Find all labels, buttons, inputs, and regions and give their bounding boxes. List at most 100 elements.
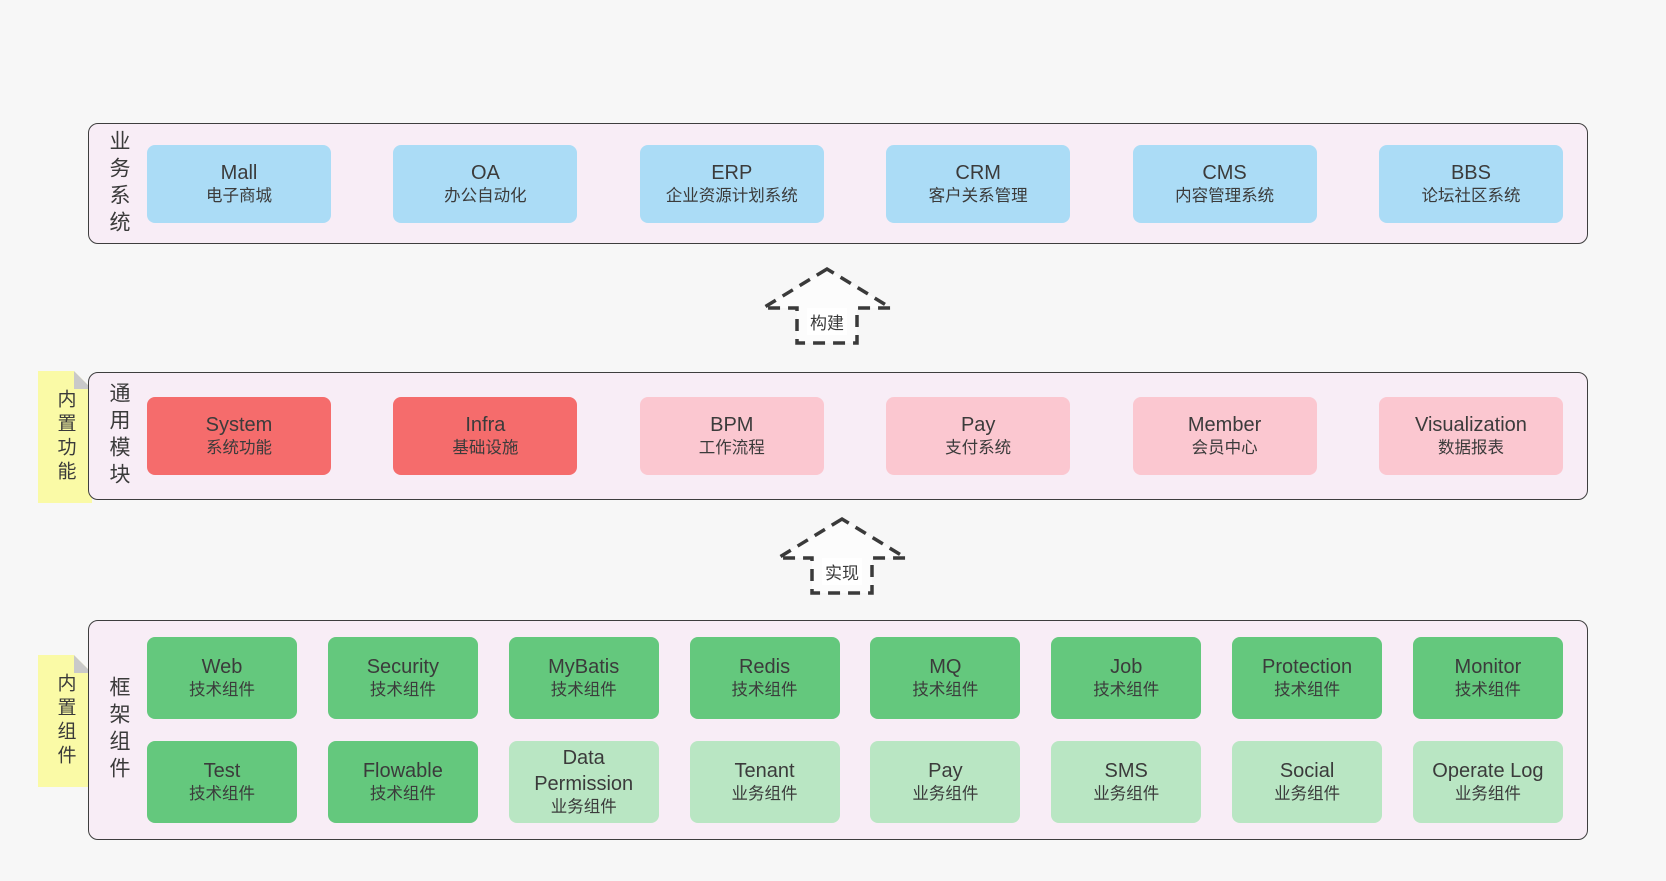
box-oa: OA 办公自动化 bbox=[393, 144, 578, 223]
sticky-note-builtin-features: 内置功能 bbox=[38, 371, 92, 503]
implement-arrow-up: 实现 bbox=[770, 516, 914, 596]
modules-box-row: System 系统功能 Infra 基础设施 BPM 工作流程 Pay 支付系统… bbox=[147, 397, 1563, 475]
box-data-permission: Data Permission 业务组件 bbox=[508, 741, 659, 823]
box-title: SMS bbox=[1104, 760, 1148, 783]
box-subtitle: 业务组件 bbox=[550, 798, 617, 817]
box-bbs: BBS 论坛社区系统 bbox=[1378, 144, 1563, 223]
box-flowable: Flowable 技术组件 bbox=[327, 741, 478, 823]
arrow-label-build: 构建 bbox=[807, 308, 847, 335]
box-bpm: BPM 工作流程 bbox=[639, 397, 824, 475]
box-subtitle: 会员中心 bbox=[1191, 439, 1258, 458]
box-subtitle: 技术组件 bbox=[189, 785, 255, 804]
business-systems-layer: 业务系统 Mall 电子商城 OA 办公自动化 ERP 企业资源计划系统 CRM… bbox=[88, 123, 1588, 244]
box-title: BPM bbox=[710, 414, 754, 437]
box-mq: MQ 技术组件 bbox=[870, 637, 1021, 719]
box-title: MQ bbox=[929, 656, 962, 679]
box-title: Test bbox=[203, 760, 241, 783]
box-subtitle: 支付系统 bbox=[945, 439, 1012, 458]
box-title: Infra bbox=[465, 414, 506, 437]
common-modules-layer: 通用模块 System 系统功能 Infra 基础设施 BPM 工作流程 Pay… bbox=[88, 372, 1588, 500]
box-title: Flowable bbox=[362, 760, 443, 783]
box-social: Social 业务组件 bbox=[1232, 741, 1383, 823]
components-box-row-1: Web 技术组件 Security 技术组件 MyBatis 技术组件 Redi… bbox=[147, 637, 1563, 719]
box-title: Operate Log bbox=[1432, 760, 1544, 783]
box-subtitle: 工作流程 bbox=[698, 439, 765, 458]
box-test: Test 技术组件 bbox=[147, 741, 297, 823]
layer-label-business: 业务系统 bbox=[107, 129, 130, 238]
box-erp: ERP 企业资源计划系统 bbox=[639, 144, 824, 223]
components-box-row-2: Test 技术组件 Flowable 技术组件 Data Permission … bbox=[147, 741, 1563, 823]
box-title: Mall bbox=[220, 161, 258, 184]
box-web: Web 技术组件 bbox=[147, 637, 297, 719]
box-subtitle: 内容管理系统 bbox=[1175, 186, 1275, 205]
box-sms: SMS 业务组件 bbox=[1051, 741, 1202, 823]
box-title: Web bbox=[201, 656, 243, 679]
box-subtitle: 数据报表 bbox=[1437, 439, 1504, 458]
box-subtitle: 业务组件 bbox=[1093, 785, 1160, 804]
box-title: Security bbox=[366, 656, 439, 679]
box-mall: Mall 电子商城 bbox=[147, 144, 331, 223]
box-subtitle: 电子商城 bbox=[206, 186, 272, 205]
box-title: CMS bbox=[1202, 161, 1247, 184]
box-job: Job 技术组件 bbox=[1051, 637, 1202, 719]
box-title: Member bbox=[1187, 414, 1262, 437]
box-title: MyBatis bbox=[548, 656, 620, 679]
box-operate-log: Operate Log 业务组件 bbox=[1412, 741, 1563, 823]
framework-components-layer: 框架组件 Web 技术组件 Security 技术组件 MyBatis 技术组件… bbox=[88, 620, 1588, 840]
box-title: Visualization bbox=[1414, 414, 1527, 437]
box-title: ERP bbox=[711, 161, 753, 184]
box-title: Redis bbox=[738, 656, 791, 679]
box-title: System bbox=[205, 414, 273, 437]
box-subtitle: 技术组件 bbox=[1274, 681, 1341, 700]
box-security: Security 技术组件 bbox=[327, 637, 478, 719]
box-title: Tenant bbox=[734, 760, 795, 783]
box-title: Pay bbox=[928, 760, 963, 783]
box-subtitle: 办公自动化 bbox=[444, 186, 527, 205]
box-subtitle: 客户关系管理 bbox=[928, 186, 1028, 205]
box-protection: Protection 技术组件 bbox=[1232, 637, 1383, 719]
box-subtitle: 论坛社区系统 bbox=[1421, 186, 1521, 205]
box-subtitle: 技术组件 bbox=[912, 681, 979, 700]
box-subtitle: 系统功能 bbox=[206, 439, 272, 458]
box-subtitle: 基础设施 bbox=[452, 439, 519, 458]
box-subtitle: 业务组件 bbox=[731, 785, 798, 804]
box-subtitle: 企业资源计划系统 bbox=[665, 186, 798, 205]
sticky-note-text: 内置功能 bbox=[54, 389, 76, 485]
box-subtitle: 业务组件 bbox=[1454, 785, 1521, 804]
box-subtitle: 技术组件 bbox=[189, 681, 255, 700]
box-subtitle: 技术组件 bbox=[369, 681, 436, 700]
layer-label-modules: 通用模块 bbox=[107, 382, 130, 490]
box-system: System 系统功能 bbox=[147, 397, 331, 475]
sticky-note-builtin-components: 内置组件 bbox=[38, 655, 92, 787]
box-title: CRM bbox=[955, 161, 1001, 184]
business-box-row: Mall 电子商城 OA 办公自动化 ERP 企业资源计划系统 CRM 客户关系… bbox=[147, 144, 1563, 223]
box-subtitle: 技术组件 bbox=[1093, 681, 1160, 700]
arrow-label-implement: 实现 bbox=[822, 558, 862, 585]
box-infra: Infra 基础设施 bbox=[393, 397, 578, 475]
box-visualization: Visualization 数据报表 bbox=[1378, 397, 1563, 475]
box-title: BBS bbox=[1450, 161, 1491, 184]
box-title: Data Permission bbox=[534, 747, 634, 796]
box-pay-module: Pay 支付系统 bbox=[886, 397, 1071, 475]
box-subtitle: 技术组件 bbox=[369, 785, 436, 804]
box-title: Monitor bbox=[1454, 656, 1522, 679]
box-cms: CMS 内容管理系统 bbox=[1132, 144, 1317, 223]
box-subtitle: 技术组件 bbox=[1454, 681, 1521, 700]
dashed-up-arrow-icon bbox=[771, 516, 913, 595]
box-subtitle: 业务组件 bbox=[912, 785, 979, 804]
box-subtitle: 技术组件 bbox=[731, 681, 798, 700]
box-pay-component: Pay 业务组件 bbox=[870, 741, 1021, 823]
sticky-note-text: 内置组件 bbox=[54, 673, 76, 769]
layer-label-components: 框架组件 bbox=[107, 676, 130, 784]
box-title: Job bbox=[1110, 656, 1143, 679]
box-tenant: Tenant 业务组件 bbox=[689, 741, 840, 823]
box-monitor: Monitor 技术组件 bbox=[1412, 637, 1563, 719]
box-subtitle: 技术组件 bbox=[550, 681, 617, 700]
box-redis: Redis 技术组件 bbox=[689, 637, 840, 719]
box-member: Member 会员中心 bbox=[1132, 397, 1317, 475]
dashed-up-arrow-icon bbox=[756, 266, 898, 345]
box-title: Protection bbox=[1262, 656, 1353, 679]
box-subtitle: 业务组件 bbox=[1274, 785, 1341, 804]
box-title: OA bbox=[470, 161, 500, 184]
